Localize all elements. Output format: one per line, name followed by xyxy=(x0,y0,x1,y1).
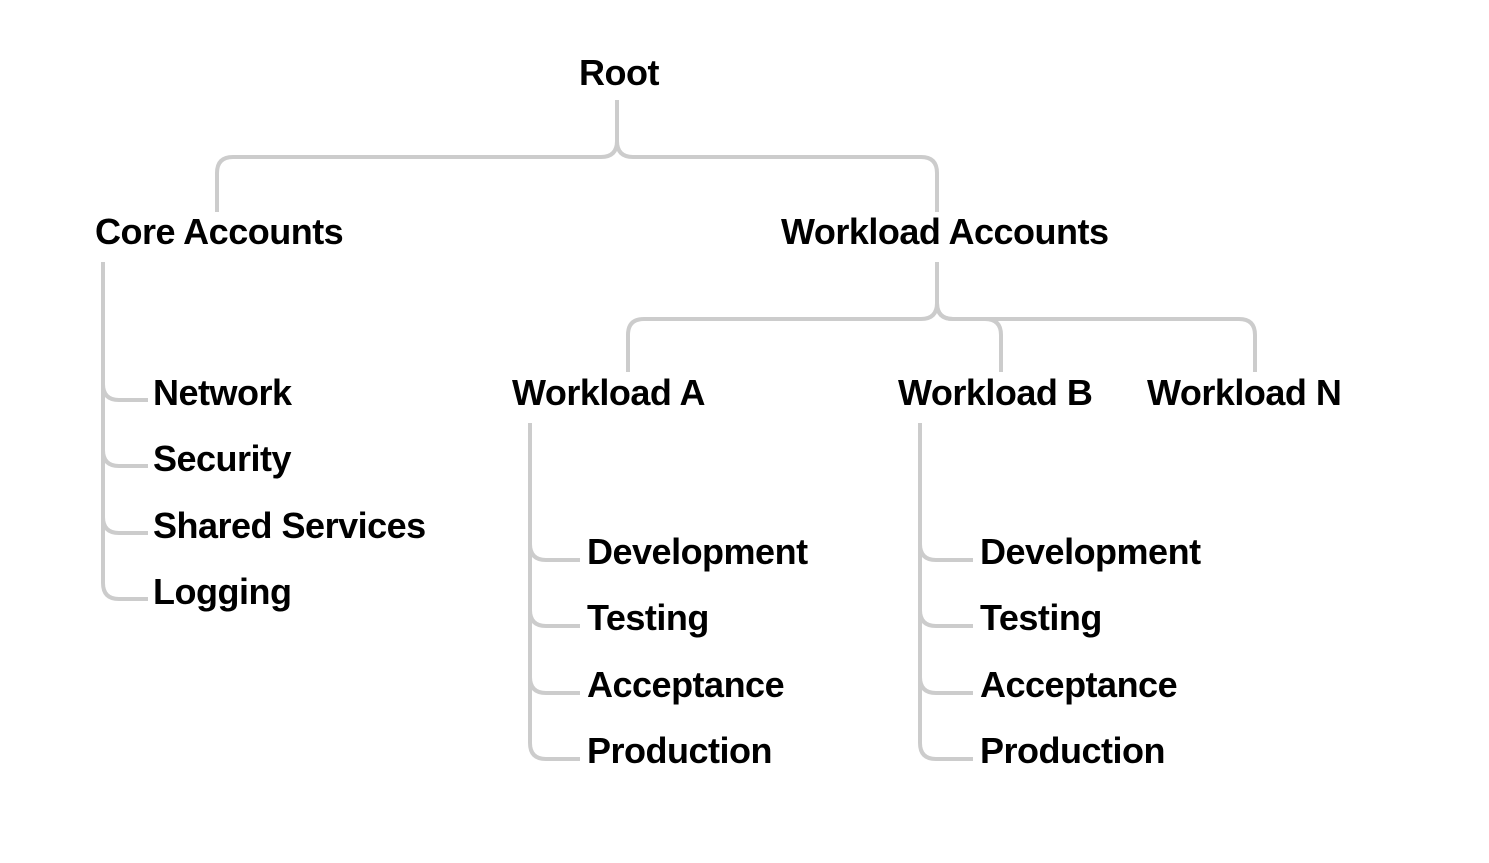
link-workload-a-development xyxy=(528,423,580,562)
link-workload-b-production xyxy=(918,423,973,761)
node-workload-a-development: Development xyxy=(587,531,808,572)
link-core-network xyxy=(101,262,148,402)
node-workload-a-acceptance: Acceptance xyxy=(587,664,785,705)
node-workload-b: Workload B xyxy=(898,372,1093,413)
link-workload-a-testing xyxy=(528,423,580,628)
node-shared-services: Shared Services xyxy=(153,505,426,546)
link-root-workload-accounts xyxy=(615,100,939,212)
node-workload-accounts: Workload Accounts xyxy=(781,211,1109,252)
node-workload-a-production: Production xyxy=(587,730,772,771)
link-workload-b-development xyxy=(918,423,973,562)
node-workload-b-acceptance: Acceptance xyxy=(980,664,1178,705)
node-security: Security xyxy=(153,438,292,479)
link-workload-accounts-workload-n xyxy=(935,262,1257,372)
node-logging: Logging xyxy=(153,571,292,612)
node-workload-b-production: Production xyxy=(980,730,1165,771)
link-core-logging xyxy=(101,262,148,601)
node-workload-n: Workload N xyxy=(1147,372,1342,413)
node-network: Network xyxy=(153,372,292,413)
node-root: Root xyxy=(579,52,659,93)
node-workload-a-testing: Testing xyxy=(587,597,709,638)
link-workload-b-testing xyxy=(918,423,973,628)
link-root-core-accounts xyxy=(215,100,619,212)
link-workload-accounts-workload-a xyxy=(626,262,939,372)
link-workload-a-production xyxy=(528,423,580,761)
node-workload-b-development: Development xyxy=(980,531,1201,572)
node-workload-a: Workload A xyxy=(512,372,706,413)
link-core-security xyxy=(101,262,148,468)
node-core-accounts: Core Accounts xyxy=(95,211,344,252)
node-workload-b-testing: Testing xyxy=(980,597,1102,638)
